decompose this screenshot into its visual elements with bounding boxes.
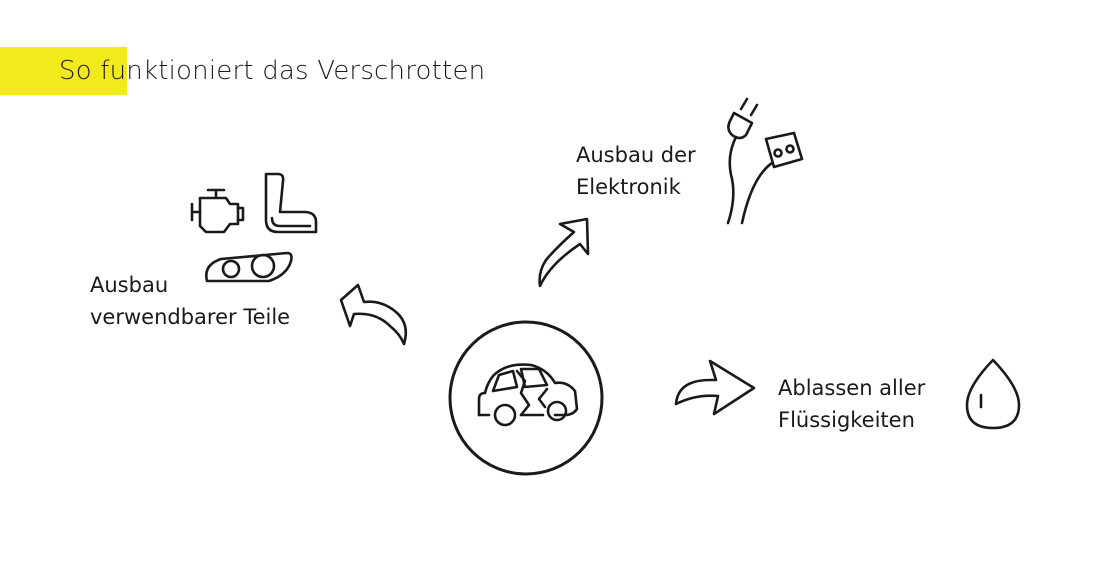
step-label-electronics: Ausbau der Elektronik (576, 139, 696, 203)
step-label-electronics-line1: Ausbau der (576, 143, 696, 167)
page-title: So funktioniert das Verschrotten (59, 56, 486, 86)
step-label-fluids-line2: Flüssigkeiten (778, 408, 915, 432)
headlight-icon (205, 251, 293, 283)
drop-icon (965, 358, 1021, 430)
plug-cable-icon (726, 97, 804, 225)
step-label-fluids-line1: Ablassen aller (778, 376, 926, 400)
arrow-to-electronics-icon (538, 217, 590, 288)
engine-icon (190, 188, 245, 234)
step-label-electronics-line2: Elektronik (576, 175, 681, 199)
step-label-parts: Ausbau verwendbarer Teile (90, 269, 290, 333)
step-label-parts-line2: verwendbarer Teile (90, 305, 291, 329)
step-label-parts-line1: Ausbau (90, 273, 169, 297)
car-seat-icon (264, 172, 318, 234)
arrow-to-parts-icon (339, 283, 408, 346)
wrecked-car-icon (448, 320, 604, 476)
arrow-to-fluids-icon (674, 359, 756, 416)
title-highlight (0, 47, 127, 95)
step-label-fluids: Ablassen aller Flüssigkeiten (778, 372, 925, 436)
